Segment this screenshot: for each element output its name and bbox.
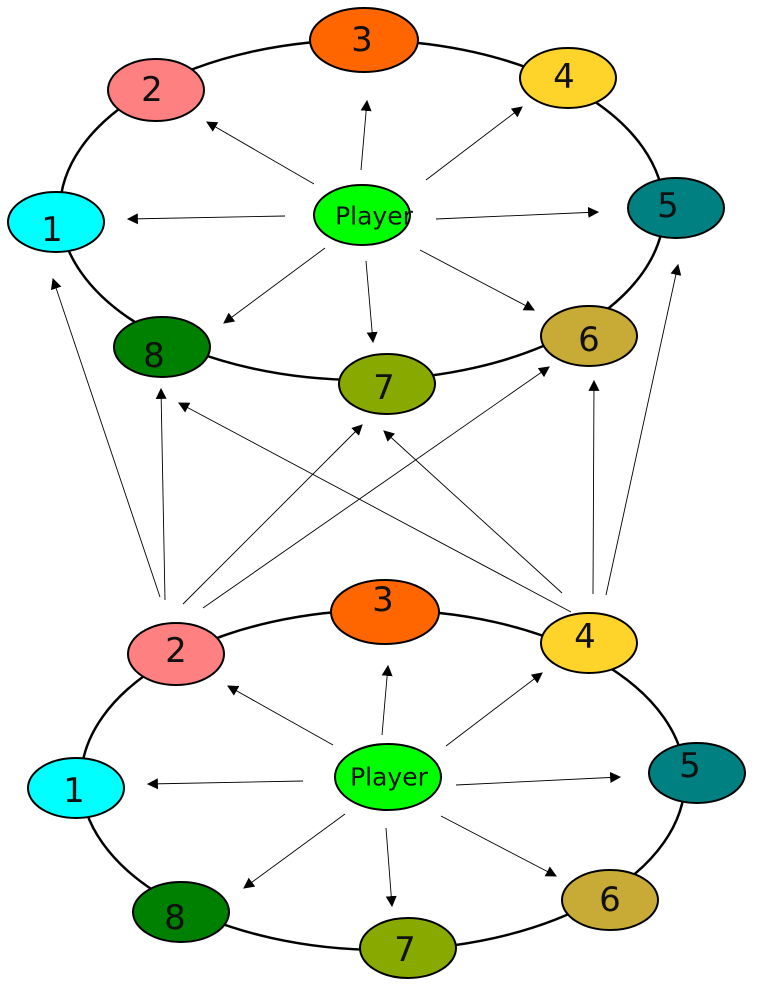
top-node-6-label: 6 [578,320,600,360]
bottom-node-1-label: 1 [63,771,85,811]
bottom-node-8: 8 [132,881,230,943]
bottom-node-5: 5 [648,742,746,804]
top-node-8-shape [113,316,211,378]
top-node-7-shape [338,353,436,415]
cross-link-4-to-8 [178,402,572,613]
bottom-node-6-label: 6 [599,880,621,920]
top-spoke-8 [223,247,326,324]
top-node-3-label: 3 [351,20,373,60]
bottom-node-1-shape [27,757,125,819]
bottom-spoke-5 [455,771,622,786]
bottom-spoke-4 [445,672,543,747]
bottom-spokes [146,664,622,908]
top-node-2-label: 2 [141,70,163,110]
cross-link-2-to-8 [155,387,167,601]
bottom-player-label: Player [350,763,429,792]
top-node-1-label: 1 [41,210,63,250]
top-node-3: 3 [309,7,419,73]
top-spoke-7 [365,260,378,344]
bottom-spoke-2 [227,685,334,746]
bottom-node-7: 7 [359,917,457,979]
top-node-5: 5 [627,177,725,239]
top-node-2: 2 [107,58,205,122]
bottom-spoke-3 [381,664,393,736]
bottom-node-6-shape [561,869,659,931]
cross-links [50,263,682,613]
bottom-spoke-6 [440,815,557,877]
bottom-node-6: 6 [561,869,659,931]
bottom-node-7-shape [359,917,457,979]
top-spoke-1 [126,213,286,225]
top-node-1: 1 [7,191,105,253]
top-node-7-label: 7 [373,368,395,408]
top-node-7: 7 [338,353,436,415]
bottom-node-4-label: 4 [574,617,596,657]
cross-link-2-to-7 [182,424,363,605]
bottom-spoke-8 [243,813,346,889]
top-node-4: 4 [519,47,617,109]
top-player-label: Player [335,202,414,231]
bottom-spoke-7 [385,827,397,908]
bottom-node-3: 3 [330,579,440,645]
top-spoke-4 [425,106,523,181]
cross-link-4-to-7 [383,430,563,594]
top-spoke-2 [206,121,315,185]
top-node-6-shape [540,305,638,367]
cross-link-4-to-5 [605,263,682,596]
top-node-4-shape [519,47,617,109]
bottom-player-shape [334,743,442,811]
top-node-3-shape [309,7,419,73]
top-node-8: 8 [113,316,211,378]
bottom-player-node: Player [334,743,442,811]
cross-link-2-to-6 [202,366,550,609]
bottom-node-2: 2 [127,622,225,686]
bottom-node-5-shape [648,742,746,804]
cross-link-2-to-1 [50,277,161,598]
bottom-node-1: 1 [27,757,125,819]
top-node-4-label: 4 [553,57,575,97]
top-spoke-3 [360,99,372,171]
bottom-node-3-label: 3 [372,580,394,620]
top-spoke-5 [435,206,600,220]
top-player-node: Player [313,184,414,246]
bottom-node-4-shape [540,612,638,674]
top-node-5-label: 5 [657,186,679,226]
cross-link-4-to-6 [588,379,600,595]
bottom-diagram: 3 2 4 1 5 8 6 7 [27,579,746,979]
top-node-6: 6 [540,305,638,367]
bottom-node-4: 4 [540,612,638,674]
bottom-node-2-shape [127,622,225,686]
bottom-node-8-shape [132,881,230,943]
bottom-node-5-label: 5 [679,746,701,786]
top-spoke-6 [419,249,535,311]
top-spokes [126,99,600,344]
top-node-2-shape [107,58,205,122]
bottom-node-7-label: 7 [394,930,416,970]
top-node-1-shape [7,191,105,253]
bottom-node-2-label: 2 [165,631,187,671]
bottom-spoke-1 [146,778,304,790]
top-player-shape [313,184,411,246]
bottom-node-8-label: 8 [164,898,186,938]
top-node-5-shape [627,177,725,239]
top-diagram: 3 2 4 1 5 8 6 7 [7,7,725,415]
top-node-8-label: 8 [143,336,165,376]
bottom-node-3-shape [330,579,440,645]
